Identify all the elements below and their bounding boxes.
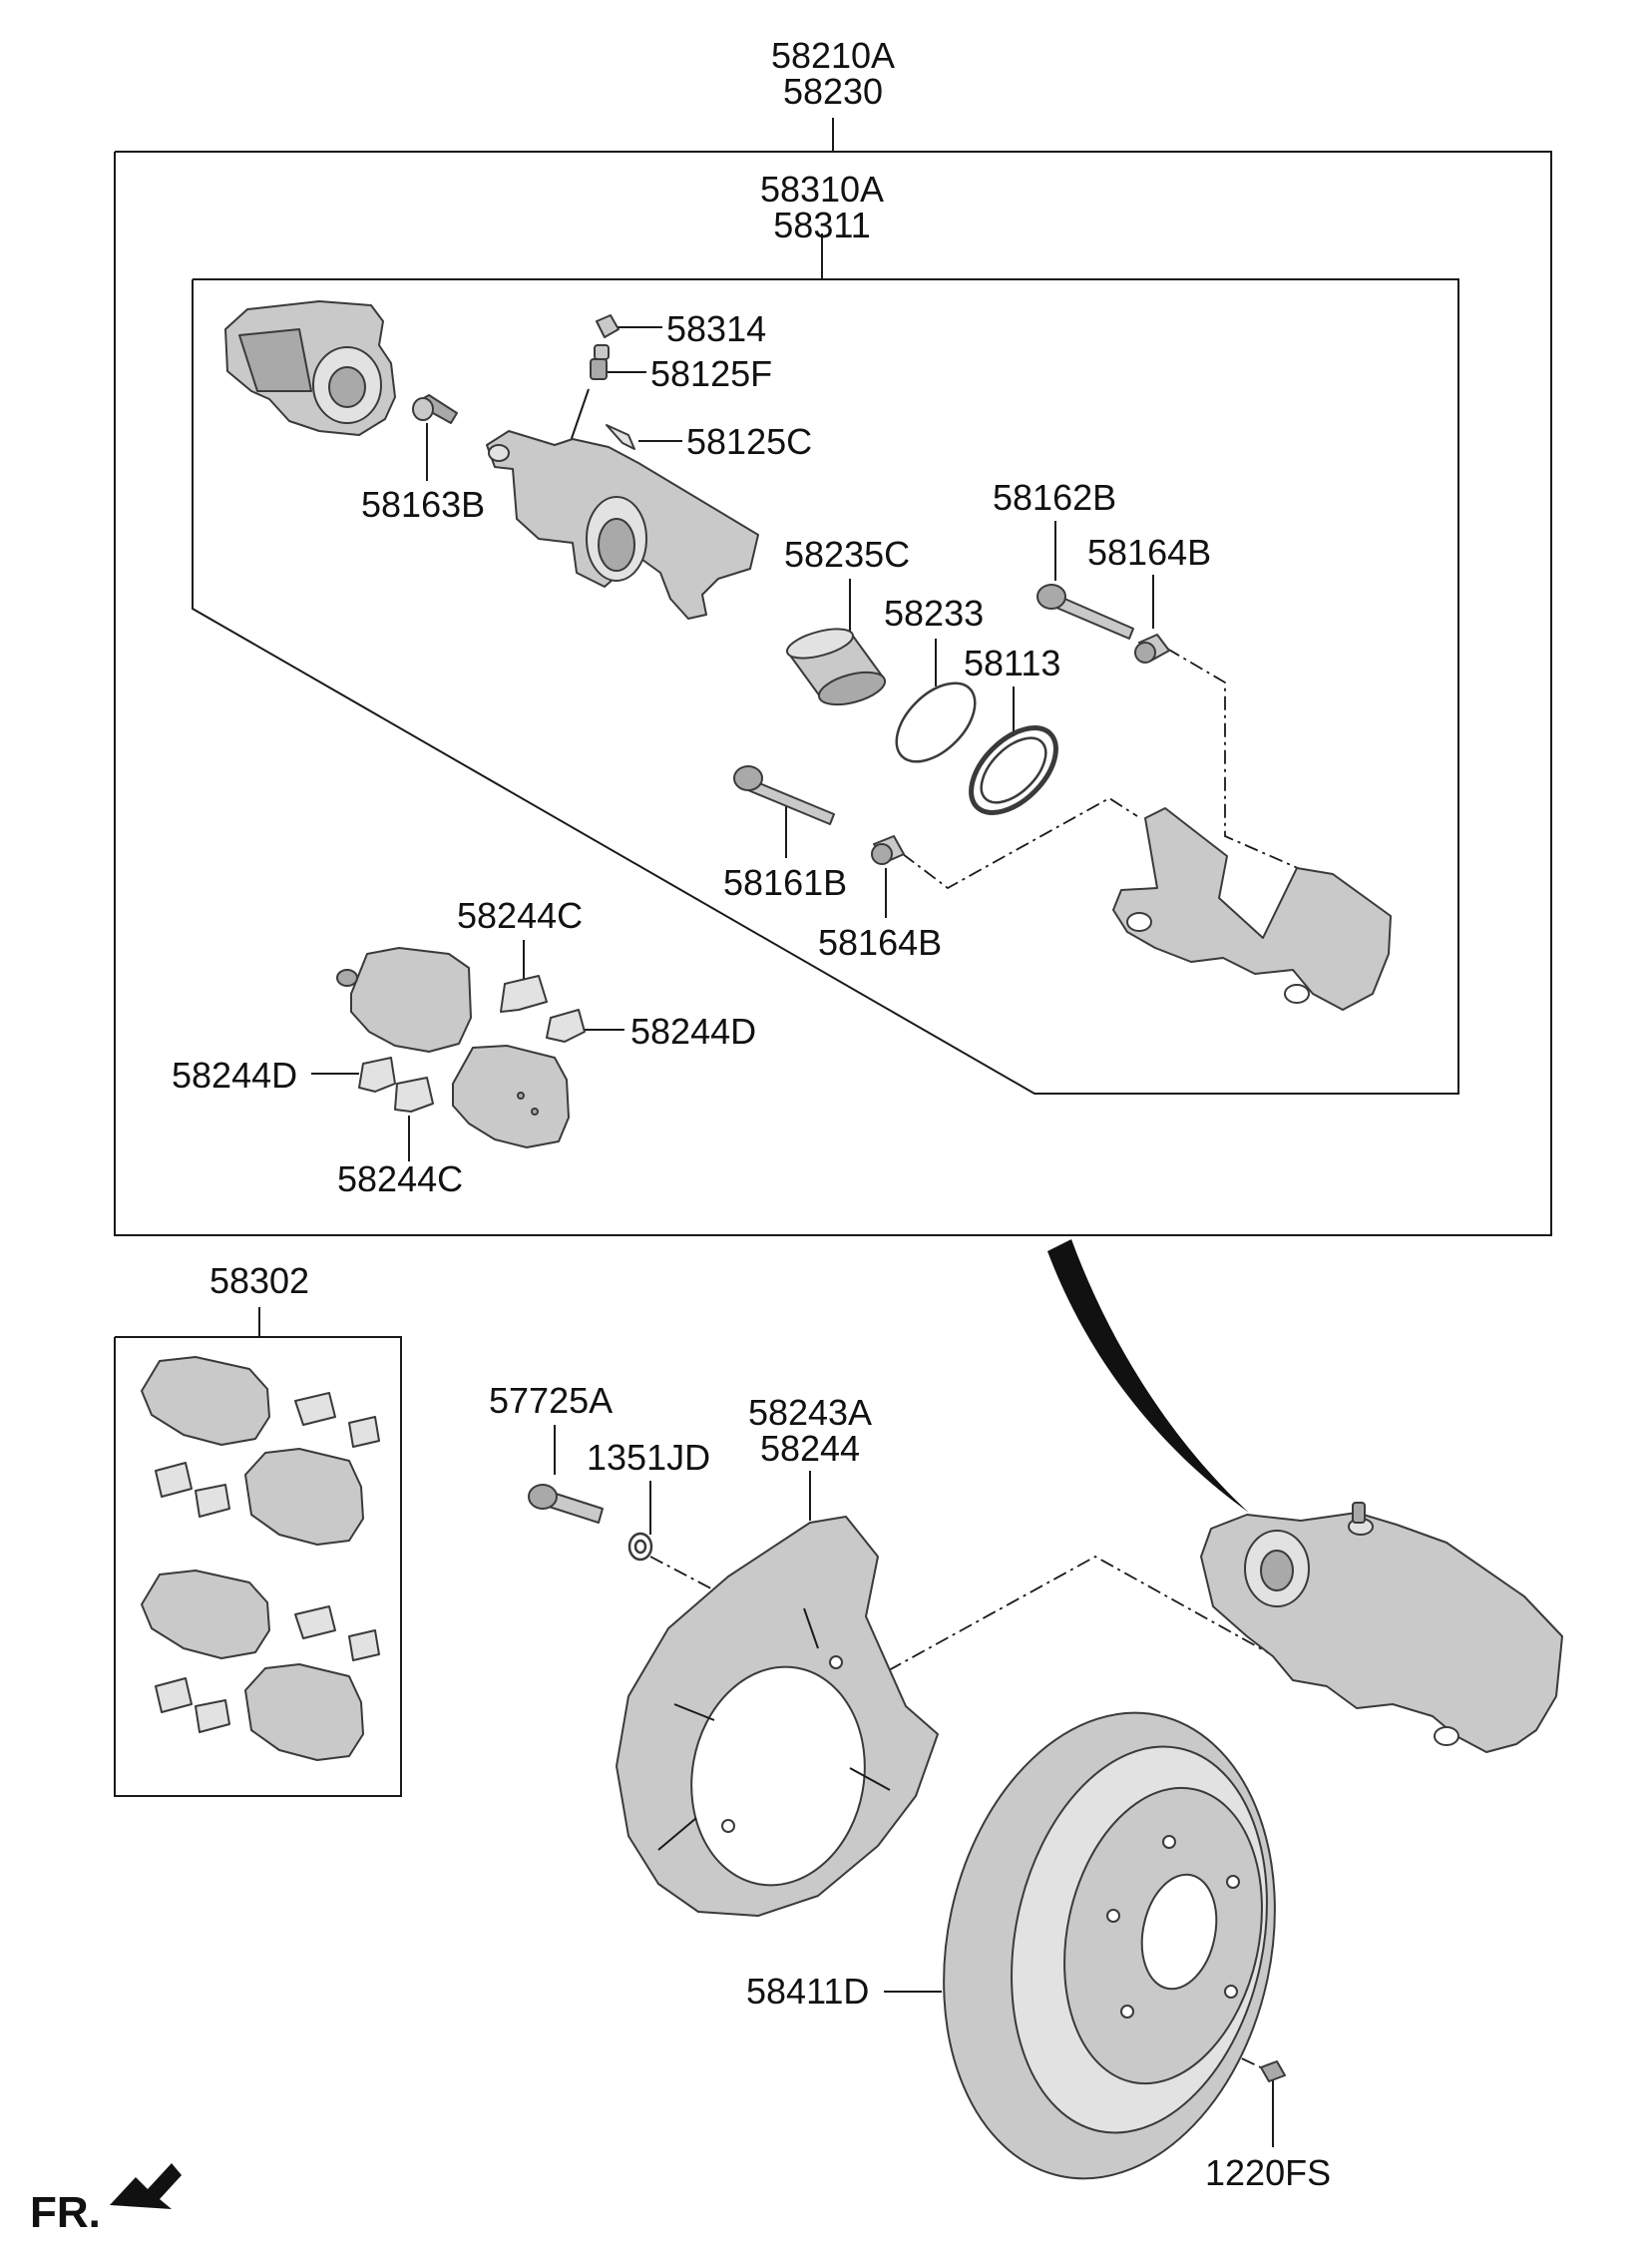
label-58244D-right: 58244D [630, 1011, 756, 1052]
label-58244C-top: 58244C [457, 895, 583, 936]
pad-clip-58244c-bottom-icon [394, 1077, 434, 1113]
disc-screw-1220fs-icon [1260, 2060, 1286, 2082]
bushing-58164b-bottom-icon [871, 835, 905, 865]
guide-pin-58162b-icon [1036, 584, 1134, 640]
dust-boot-ring-icon [969, 725, 1058, 815]
assembly-arrow [1047, 1239, 1249, 1513]
label-58210A: 58210A [771, 35, 895, 76]
label-58243A: 58243A [748, 1392, 872, 1433]
parking-brake-motor-icon [224, 300, 396, 436]
pad-kit-contents-icon [141, 1356, 380, 1761]
label-57725A: 57725A [489, 1380, 613, 1421]
label-58163B: 58163B [361, 484, 485, 525]
label-58310A: 58310A [760, 169, 884, 210]
label-58113: 58113 [964, 643, 1060, 683]
label-58314: 58314 [666, 308, 766, 349]
label-58125C: 58125C [686, 421, 812, 462]
bleeder-screw-icon [590, 344, 610, 380]
label-58161B: 58161B [723, 862, 847, 903]
label-58244D-left: 58244D [172, 1055, 297, 1096]
assembled-caliper-icon [1200, 1502, 1563, 1753]
label-58302: 58302 [209, 1260, 309, 1301]
label-58244: 58244 [760, 1428, 860, 1469]
caliper-sensor-leader [568, 388, 590, 448]
pad-clip-58244d-left-icon [358, 1057, 396, 1093]
label-58125F: 58125F [650, 353, 772, 394]
guide-pin-58161b-icon [733, 765, 835, 825]
pad-kit-frame [114, 1336, 402, 1797]
caliper-subassembly-frame [192, 278, 1459, 1095]
pad-clip-58244d-right-icon [546, 1009, 586, 1043]
caliper-carrier-bracket-icon [1112, 807, 1392, 1011]
assembly-line-upper [1166, 648, 1308, 873]
label-58411D: 58411D [746, 1971, 869, 2012]
label-58233: 58233 [884, 593, 984, 634]
clip-58125c-icon [606, 424, 635, 450]
label-58244C-bottom: 58244C [337, 1158, 463, 1199]
brake-disc-icon [943, 1711, 1276, 2180]
caliper-housing-icon [486, 430, 759, 620]
assembly-line-lower [902, 796, 1138, 890]
label-1220FS: 1220FS [1205, 2152, 1331, 2193]
pad-clip-58244c-top-icon [500, 975, 548, 1013]
label-58162B: 58162B [993, 477, 1116, 518]
brake-pad-outer-icon [336, 947, 472, 1053]
piston-icon [786, 628, 887, 706]
washer-1351jd-icon [627, 1532, 653, 1562]
assembly-frame [114, 151, 1552, 1236]
bolt-57725a-icon [528, 1484, 604, 1524]
bushing-58164b-top-icon [1134, 634, 1170, 664]
brake-pad-inner-icon [452, 1045, 570, 1148]
label-58235C: 58235C [784, 534, 910, 575]
dust-shield-icon [616, 1516, 939, 1917]
front-direction-icon [110, 2163, 182, 2209]
label-1351JD: 1351JD [587, 1437, 710, 1478]
label-58311: 58311 [773, 205, 870, 245]
label-58230: 58230 [783, 71, 883, 112]
piston-seal-ring-icon [895, 681, 977, 763]
label-58164B-bottom: 58164B [818, 922, 942, 963]
bleeder-cap-icon [596, 314, 620, 338]
label-58164B-top: 58164B [1087, 532, 1211, 573]
label-FR: FR. [30, 2188, 101, 2237]
bolt-58163b-icon [412, 394, 458, 424]
